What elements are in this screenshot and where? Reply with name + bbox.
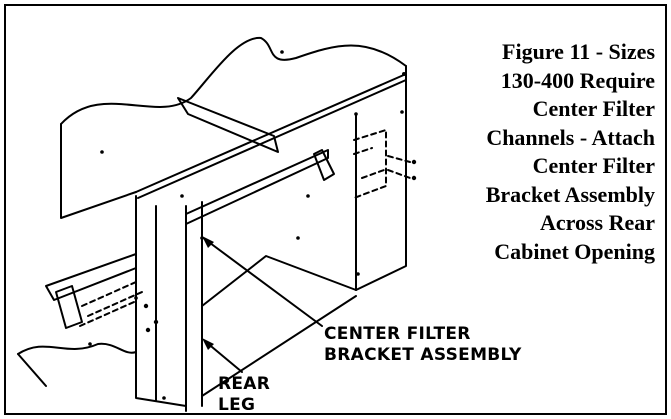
right-attach-dash (353, 129, 387, 199)
lower-base (201, 295, 357, 397)
right-attach-dash-2 (387, 155, 411, 179)
bottom-panel-edge (17, 342, 137, 355)
top-panel-cut-edge (60, 36, 407, 125)
rear-leg-arrowhead (202, 338, 214, 350)
figure-frame: Figure 11 - Sizes 130-400 Require Center… (4, 4, 667, 415)
figure-caption: Figure 11 - Sizes 130-400 Require Center… (405, 38, 655, 266)
callout-line: BRACKET ASSEMBLY (324, 345, 522, 365)
caption-line: Center Filter (532, 96, 655, 121)
top-seam-channel (177, 97, 279, 153)
center-bracket-pointer (205, 239, 323, 327)
screw-dot (400, 110, 404, 114)
top-panel-left-edge (60, 123, 137, 219)
left-side-panel (135, 195, 187, 407)
screw-dot (200, 236, 204, 240)
cabinet-drawing (17, 36, 417, 412)
screw-dot (306, 194, 310, 198)
left-attach-dash (79, 281, 143, 327)
rear-leg-label: REAR LEG (218, 374, 270, 416)
screw-dot (411, 159, 417, 165)
screw-dot (402, 72, 406, 76)
screw-dot (153, 319, 159, 325)
left-channel (45, 253, 137, 301)
screw-dot (100, 150, 104, 154)
caption-line: Center Filter (532, 153, 655, 178)
caption-line: 130-400 Require (500, 67, 655, 93)
caption-line: Figure 11 - Sizes (502, 39, 655, 64)
bracket-end-right (313, 149, 335, 181)
caption-line: Channels - Attach (486, 124, 655, 150)
top-panel-front-edge (135, 73, 407, 193)
screw-dot (88, 342, 92, 346)
lower-opening (201, 255, 357, 307)
caption-line: Cabinet Opening (494, 238, 655, 264)
left-bracket-end (55, 285, 83, 329)
right-frame (355, 75, 407, 291)
screw-dot (134, 296, 138, 300)
caption-line: Bracket Assembly (485, 181, 655, 207)
callout-line: REAR (218, 374, 271, 394)
bottom-panel-front (17, 353, 47, 387)
center-filter-bracket-label: CENTER FILTER BRACKET ASSEMBLY (324, 324, 522, 366)
screw-dot (143, 303, 149, 309)
callout-line: LEG (218, 395, 256, 415)
screw-dot (280, 50, 284, 54)
screw-dot (180, 194, 184, 198)
screw-dot (354, 112, 358, 116)
rear-leg-pointer (205, 341, 243, 373)
center-bracket-arrowhead (202, 236, 214, 248)
caption-line: Across Rear (539, 210, 655, 235)
screw-dot (145, 327, 151, 333)
callout-line: CENTER FILTER (324, 324, 471, 344)
screw-dot (411, 175, 417, 181)
screw-dot (296, 236, 300, 240)
screw-dot (162, 396, 166, 400)
top-panel-front-lip (137, 79, 407, 199)
screw-dot (356, 272, 360, 276)
